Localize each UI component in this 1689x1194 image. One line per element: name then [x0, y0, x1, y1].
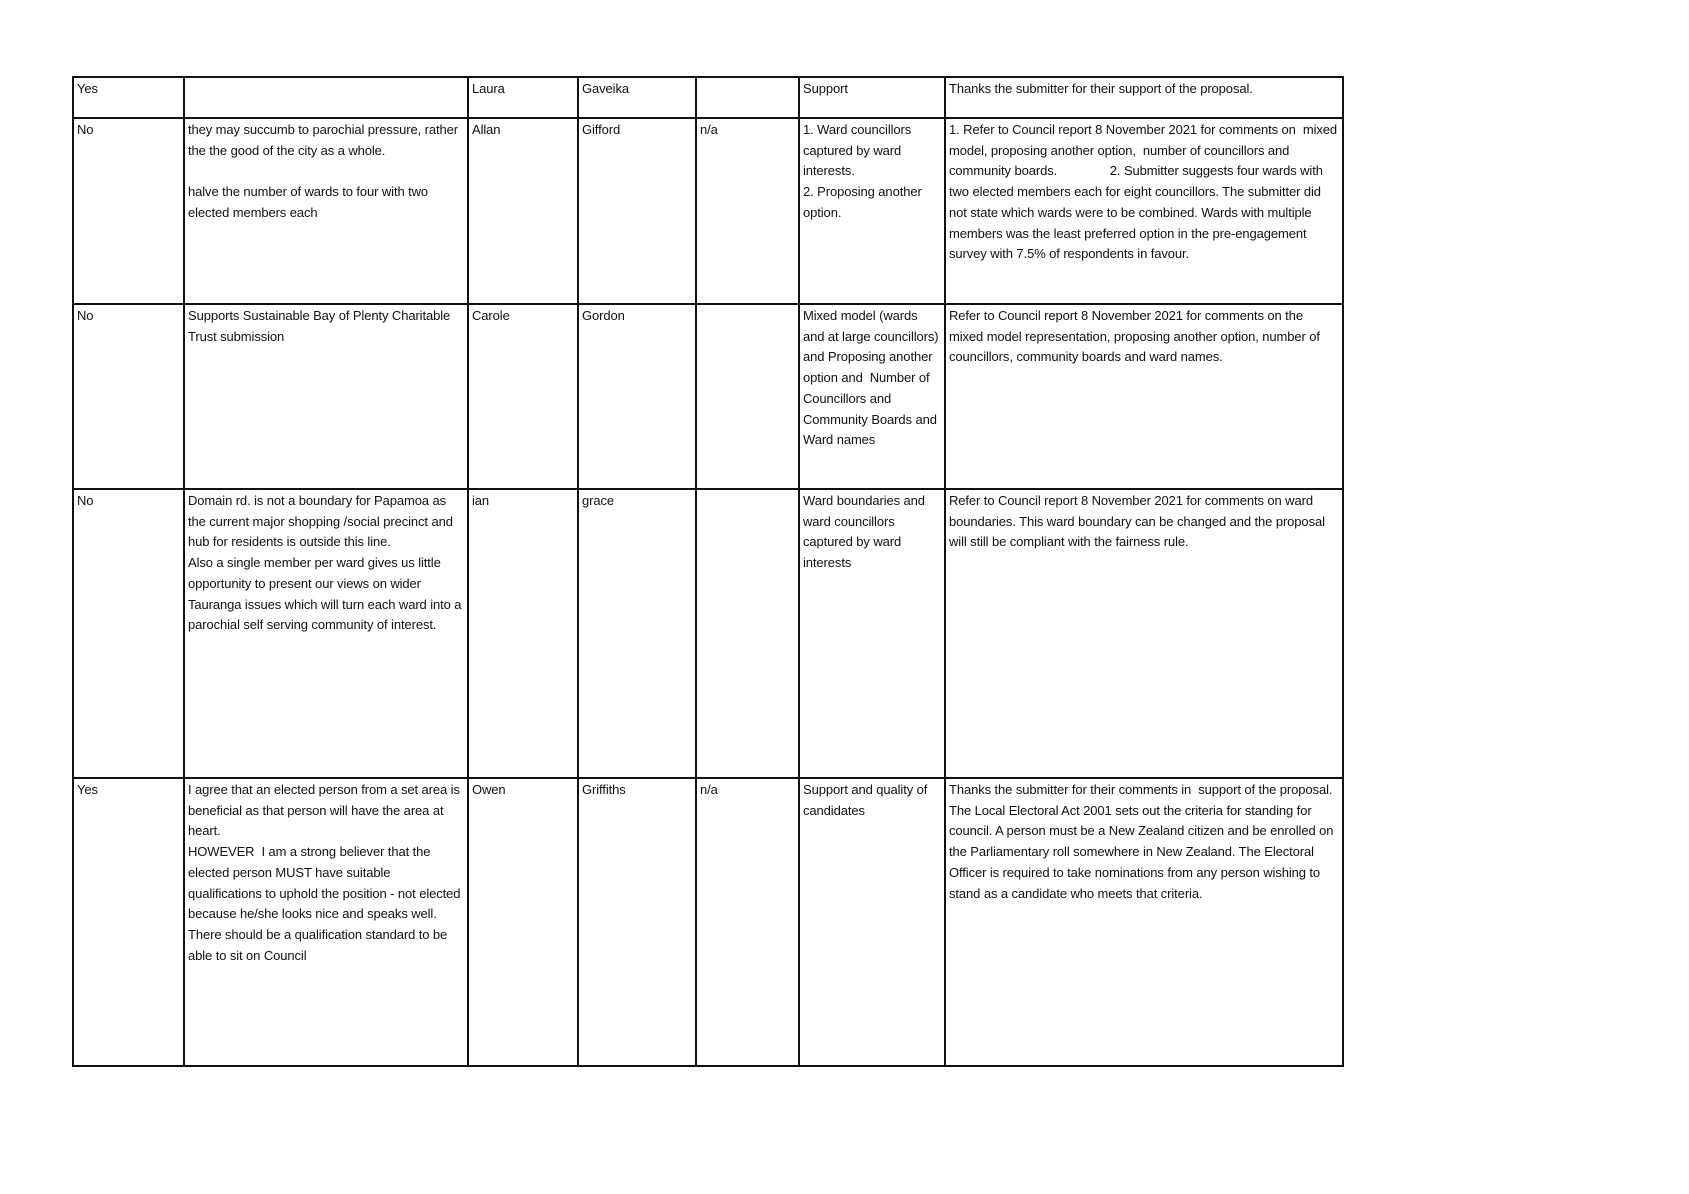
- cell-theme: Mixed model (wards and at large councill…: [798, 303, 946, 490]
- cell-comment: I agree that an elected person from a se…: [183, 777, 469, 1067]
- cell-theme: Ward boundaries and ward councillors cap…: [798, 488, 946, 779]
- cell-comment: they may succumb to parochial pressure, …: [183, 117, 469, 305]
- cell-first-name: Owen: [467, 777, 579, 1067]
- cell-first-name: Carole: [467, 303, 579, 490]
- cell-comment: Supports Sustainable Bay of Plenty Chari…: [183, 303, 469, 490]
- cell-position: Yes: [72, 76, 185, 119]
- cell-last-name: Gaveika: [577, 76, 697, 119]
- cell-response: Refer to Council report 8 November 2021 …: [944, 488, 1344, 779]
- cell-theme: Support and quality of candidates: [798, 777, 946, 1067]
- cell-theme: Support: [798, 76, 946, 119]
- cell-first-name: ian: [467, 488, 579, 779]
- cell-comment: [183, 76, 469, 119]
- cell-position: No: [72, 303, 185, 490]
- cell-org: n/a: [695, 117, 800, 305]
- cell-response: Refer to Council report 8 November 2021 …: [944, 303, 1344, 490]
- cell-response: Thanks the submitter for their comments …: [944, 777, 1344, 1067]
- cell-first-name: Allan: [467, 117, 579, 305]
- cell-org: [695, 488, 800, 779]
- cell-last-name: Gordon: [577, 303, 697, 490]
- cell-first-name: Laura: [467, 76, 579, 119]
- cell-response: 1. Refer to Council report 8 November 20…: [944, 117, 1344, 305]
- cell-last-name: grace: [577, 488, 697, 779]
- cell-comment: Domain rd. is not a boundary for Papamoa…: [183, 488, 469, 779]
- cell-position: Yes: [72, 777, 185, 1067]
- cell-org: [695, 76, 800, 119]
- cell-org: n/a: [695, 777, 800, 1067]
- cell-response: Thanks the submitter for their support o…: [944, 76, 1344, 119]
- cell-theme: 1. Ward councillors captured by ward int…: [798, 117, 946, 305]
- cell-last-name: Gifford: [577, 117, 697, 305]
- cell-org: [695, 303, 800, 490]
- cell-position: No: [72, 117, 185, 305]
- cell-last-name: Griffiths: [577, 777, 697, 1067]
- cell-position: No: [72, 488, 185, 779]
